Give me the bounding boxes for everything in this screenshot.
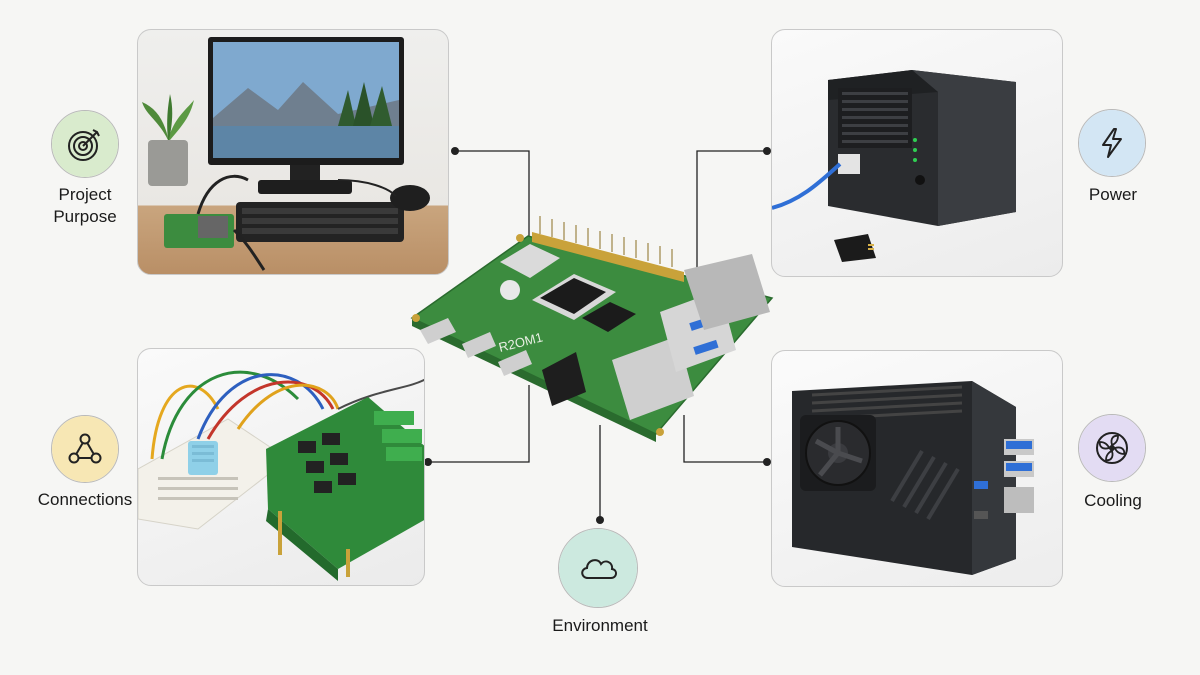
environment-label: Environment: [552, 616, 648, 635]
fan-case-illustration: [792, 381, 1034, 575]
breadboard-illustration: [138, 370, 424, 581]
cloud-icon: [581, 559, 617, 579]
nas-enclosure-image: [771, 29, 1063, 277]
power-label: Power: [1088, 185, 1138, 204]
connector-dot: [451, 147, 459, 155]
connector-power: [696, 150, 767, 268]
connections-badge: [51, 415, 119, 483]
wiring-breadboard-image: [137, 348, 425, 586]
project-purpose-label: Project Purpose: [30, 184, 140, 228]
connector-dot: [763, 458, 771, 466]
cooling-badge: [1078, 414, 1146, 482]
project-purpose-label-line1: Project: [58, 185, 112, 204]
desktop-setup-image: [137, 29, 449, 275]
power-badge: [1078, 109, 1146, 177]
connector-dot: [763, 147, 771, 155]
project-purpose-label-line2: Purpose: [53, 207, 117, 226]
connector-cooling: [683, 415, 767, 463]
nas-illustration: [772, 70, 1016, 262]
lightning-icon: [1102, 128, 1122, 158]
cooling-case-image: [771, 350, 1063, 587]
connector-connections: [428, 385, 530, 463]
cooling-label: Cooling: [1084, 491, 1142, 510]
target-icon: [68, 129, 100, 161]
network-icon: [68, 433, 102, 464]
fan-icon: [1096, 432, 1128, 464]
desktop-setup-illustration: [142, 37, 430, 271]
connections-label: Connections: [37, 490, 133, 509]
connector-project-purpose: [455, 150, 530, 270]
project-purpose-badge: [51, 110, 119, 178]
connector-dot: [424, 458, 432, 466]
connector-dot: [596, 516, 604, 524]
environment-badge: [558, 528, 638, 608]
